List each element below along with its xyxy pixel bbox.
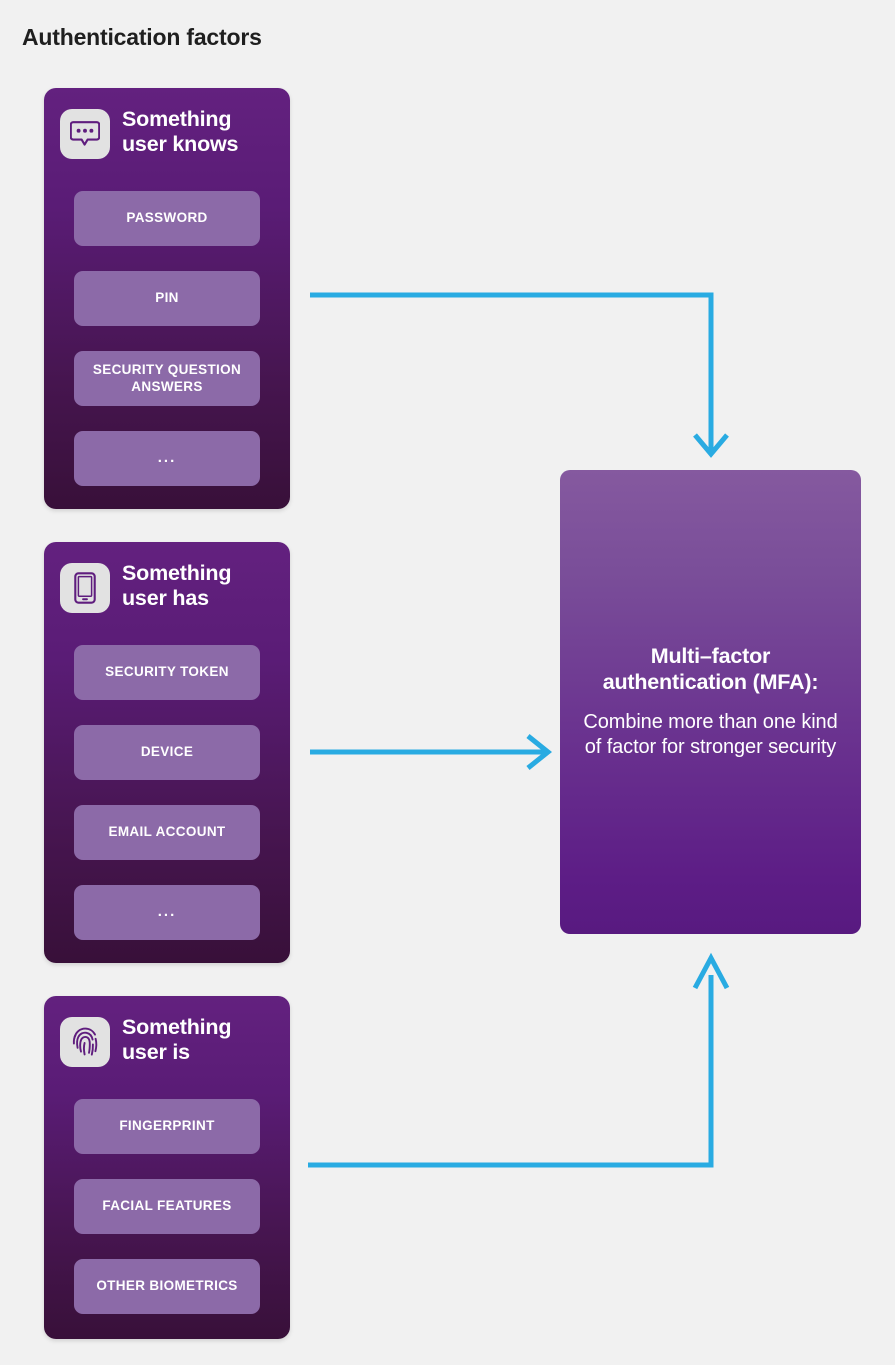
factor-item[interactable]: OTHER BIOMETRICS <box>74 1259 260 1314</box>
arrow-knows-to-mfa-head <box>693 433 729 458</box>
card-header: Something user is <box>60 1013 278 1067</box>
speech-bubble-icon <box>60 109 110 159</box>
factor-item-list: SECURITY TOKEN DEVICE EMAIL ACCOUNT ... <box>74 645 260 940</box>
card-title: Something user knows <box>122 107 239 156</box>
factor-item-more[interactable]: ... <box>74 885 260 940</box>
factor-item-list: PASSWORD PIN SECURITY QUESTION ANSWERS .… <box>74 191 260 486</box>
factor-item[interactable]: EMAIL ACCOUNT <box>74 805 260 860</box>
fingerprint-icon <box>60 1017 110 1067</box>
mfa-result-box: Multi–factor authentication (MFA): Combi… <box>560 470 861 934</box>
card-header: Something user knows <box>60 105 278 159</box>
arrow-is-to-mfa-head <box>692 952 730 990</box>
mfa-heading: Multi–factor authentication (MFA): <box>602 644 819 695</box>
card-header: Something user has <box>60 559 278 613</box>
factor-item[interactable]: FACIAL FEATURES <box>74 1179 260 1234</box>
factor-item[interactable]: PIN <box>74 271 260 326</box>
smartphone-icon <box>60 563 110 613</box>
factor-item-list: FINGERPRINT FACIAL FEATURES OTHER BIOMET… <box>74 1099 260 1314</box>
card-title: Something user has <box>122 561 232 610</box>
factor-card-knows: Something user knows PASSWORD PIN SECURI… <box>44 88 290 509</box>
factor-item-more[interactable]: ... <box>74 431 260 486</box>
factor-card-has: Something user has SECURITY TOKEN DEVICE… <box>44 542 290 963</box>
factor-item[interactable]: SECURITY TOKEN <box>74 645 260 700</box>
factor-item[interactable]: PASSWORD <box>74 191 260 246</box>
factor-item[interactable]: FINGERPRINT <box>74 1099 260 1154</box>
factor-card-is: Something user is FINGERPRINT FACIAL FEA… <box>44 996 290 1339</box>
arrow-knows-to-mfa-line <box>310 292 714 450</box>
page-title: Authentication factors <box>22 24 262 50</box>
factor-item[interactable]: DEVICE <box>74 725 260 780</box>
arrow-is-to-mfa-line <box>308 975 714 1168</box>
card-title: Something user is <box>122 1015 232 1064</box>
mfa-body: Combine more than one kind of factor for… <box>583 710 838 759</box>
factor-item[interactable]: SECURITY QUESTION ANSWERS <box>74 351 260 406</box>
arrow-has-to-mfa-head <box>526 734 553 770</box>
